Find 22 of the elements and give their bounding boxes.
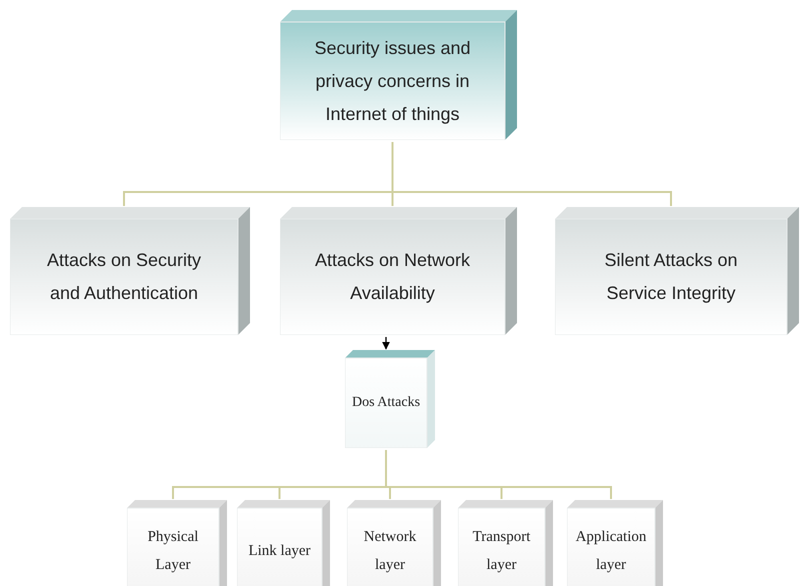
box-label: Dos Attacks <box>352 394 420 412</box>
process-box <box>347 500 441 586</box>
box-label: Silent Attacks on Service Integrity <box>603 249 739 305</box>
box-label: Link layer <box>248 542 311 561</box>
process-box <box>458 500 553 586</box>
box-label: Security issues and privacy concerns in Internet of things <box>313 36 472 126</box>
process-box <box>567 500 663 586</box>
process-box <box>345 350 435 448</box>
arrow <box>382 337 390 350</box>
box-label: Transport layer <box>472 528 532 575</box>
box-label: Network layer <box>362 528 418 575</box>
box-label: Attacks on Security and Authentication <box>46 249 202 305</box>
process-box <box>237 500 330 586</box>
process-box <box>127 500 227 586</box>
box-label: Application layer <box>574 528 648 575</box>
process-box <box>10 207 250 335</box>
box-label: Attacks on Network Availability <box>314 249 472 305</box>
box-label: Physical Layer <box>146 528 200 575</box>
process-box <box>280 10 517 140</box>
process-box <box>280 207 517 335</box>
process-box <box>555 207 799 335</box>
connector-line <box>392 142 672 206</box>
